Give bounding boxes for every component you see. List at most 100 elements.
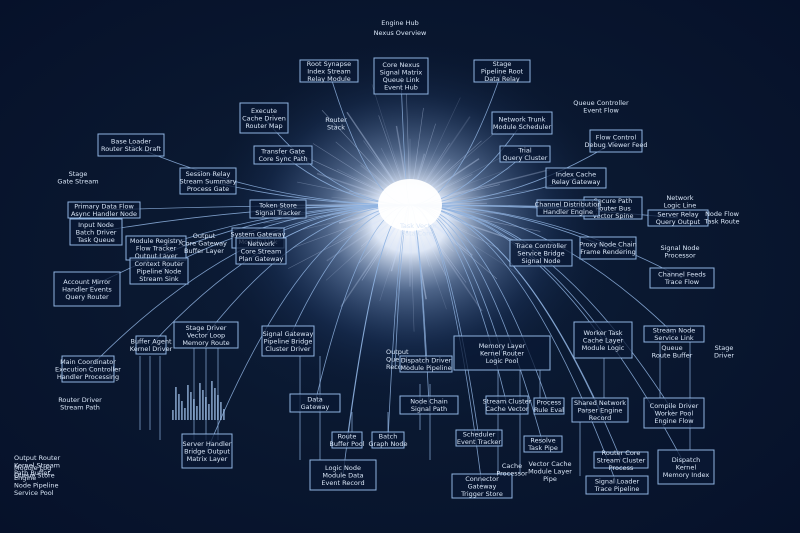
node-box-border — [509, 239, 573, 267]
node-text: Input Node — [78, 221, 114, 229]
free-label: Processor — [496, 470, 528, 478]
wave-bar — [214, 388, 216, 420]
node-text: Gateway — [468, 482, 497, 490]
free-label: Stage — [715, 344, 734, 352]
node-text: Cluster Driver — [265, 345, 310, 353]
node-box-border — [643, 397, 705, 429]
node-box-border — [589, 129, 643, 153]
free-label: Core Gateway — [181, 240, 227, 248]
node-text: Channel Feeds — [658, 271, 706, 279]
node-text: Compile Driver — [650, 402, 699, 410]
wave-bar — [187, 385, 189, 420]
node-text: Memory Index — [663, 471, 710, 479]
free-label: Vector Cache — [529, 460, 572, 468]
connector-line — [158, 204, 411, 272]
node-box-border — [373, 57, 429, 95]
wave-bar — [172, 410, 174, 420]
node-text: Handler Processing — [57, 373, 119, 381]
node-text: Handler Events — [62, 285, 112, 293]
node-text: Signal Matrix — [380, 69, 423, 77]
node-text: Dispatch — [672, 456, 701, 464]
node-box-border — [179, 167, 237, 195]
node-text: Network Trunk — [499, 116, 546, 124]
node-box-border — [579, 236, 637, 260]
node-text: Node Pipeline — [14, 482, 58, 490]
node-text: Server Relay — [657, 211, 698, 219]
node-text: Batch Driver — [76, 228, 117, 236]
node-text: Trace Pipeline — [594, 485, 640, 493]
node-text: Core Nexus — [382, 61, 420, 69]
node-text: Logic Pool — [486, 357, 519, 365]
node-box-border — [593, 451, 649, 469]
node-text: Engine Flow — [654, 417, 694, 425]
free-label: Stage — [69, 170, 88, 178]
node-box-border — [253, 145, 313, 165]
node-text: Worker Pool — [655, 409, 694, 417]
node-box-border — [135, 335, 167, 355]
free-label: Router Driver — [58, 396, 102, 404]
node-text: Module Registry — [130, 237, 182, 245]
wave-bar — [205, 397, 207, 420]
node-text: Frame Rendering — [580, 248, 636, 256]
node-text: Memory Layer — [479, 342, 526, 350]
node-text: Transfer Gate — [260, 148, 305, 156]
node-text: Query Output — [656, 218, 701, 226]
node-text: Account Mirror — [63, 278, 111, 286]
node-text: Trace Flow — [664, 278, 700, 286]
node-text: Router Map — [245, 122, 282, 130]
node-box-border — [235, 237, 287, 265]
wave-bar — [196, 406, 198, 420]
free-label: Task Route — [704, 218, 740, 226]
node-text: Signal Tracker — [255, 209, 301, 217]
node-text: Parser Engine — [578, 406, 623, 414]
node-text: Buffer Pool — [329, 440, 364, 448]
node-text: Trace Controller — [514, 242, 567, 250]
node-text: Kernel Router — [480, 349, 524, 357]
node-text: Flow Tracker — [136, 244, 177, 252]
node-text: Queue Link — [383, 76, 420, 84]
free-label: Node Flow — [705, 210, 740, 218]
node-text: Router Bus — [595, 204, 631, 212]
node-text: Data — [307, 396, 323, 404]
node-box-border — [173, 321, 239, 349]
node-box-border — [545, 167, 607, 189]
free-label: Stack — [327, 124, 345, 132]
node-text: Pipeline Bridge — [264, 337, 313, 345]
free-label: Output — [193, 232, 216, 240]
node-box-border — [643, 325, 705, 343]
node-text: Stream Node — [653, 327, 696, 335]
node-text: Process — [537, 399, 562, 407]
node-text: Process Gate — [187, 185, 229, 193]
node-text: Async Handler Node — [71, 210, 137, 218]
node-box-border — [573, 321, 633, 359]
central-light-core — [378, 179, 442, 231]
node-text: Proxy Node Chain — [579, 241, 636, 249]
node-box-border — [129, 257, 189, 285]
node-text: Worker Task — [584, 329, 623, 337]
node-text: Connector — [465, 475, 499, 483]
free-label: Module Layer — [528, 468, 572, 476]
